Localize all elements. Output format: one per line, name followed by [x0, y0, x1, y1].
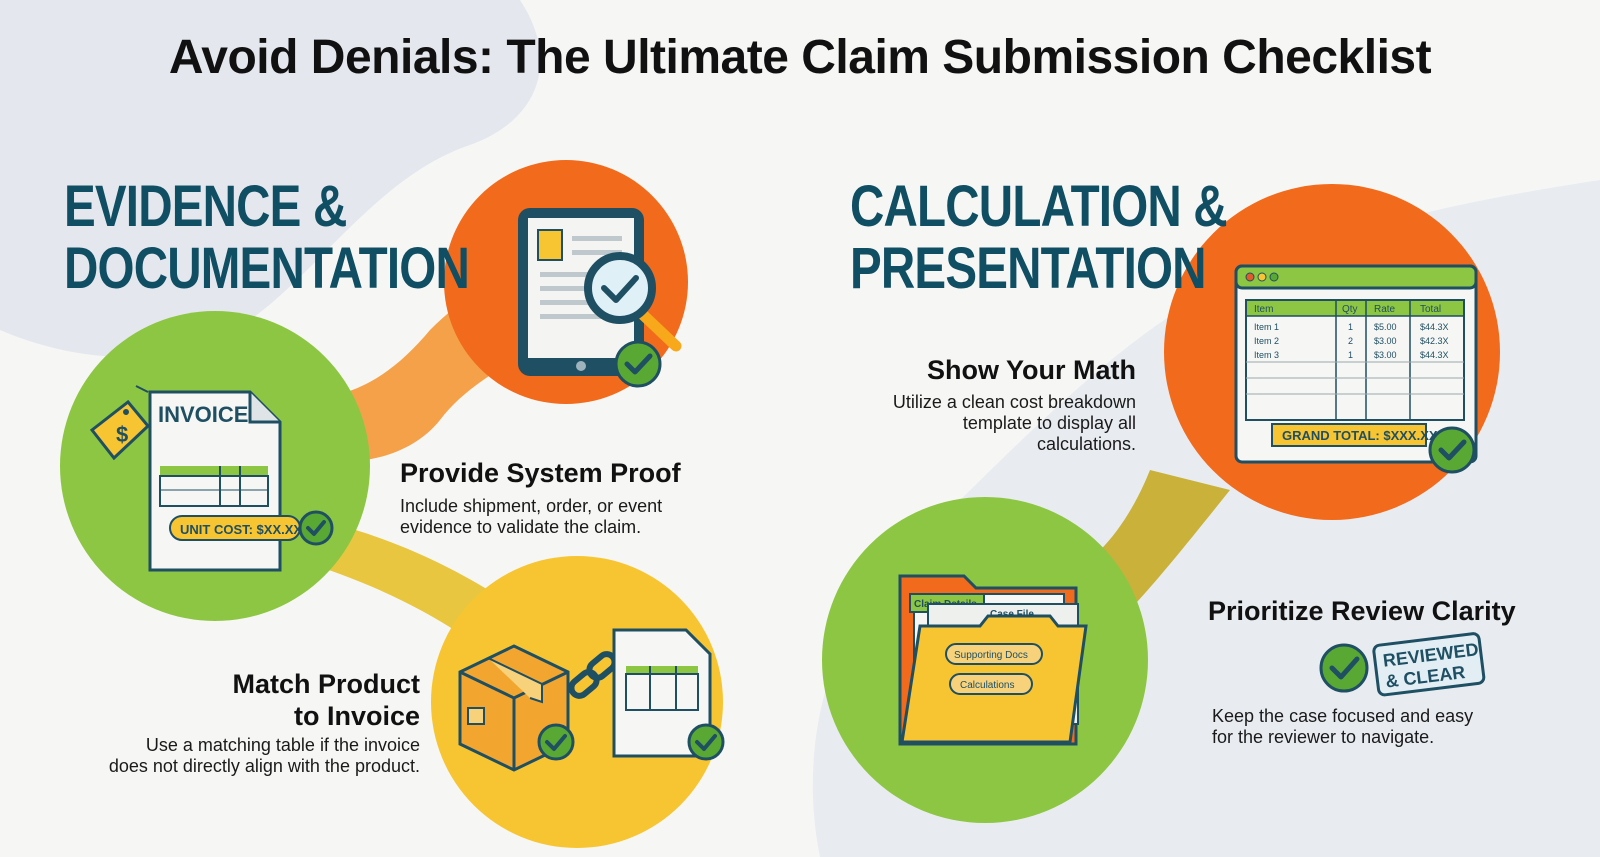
desc-line: Include shipment, order, or event	[400, 496, 663, 516]
section-title-evidence: EVIDENCE & DOCUMENTATION	[64, 174, 470, 301]
step-desc-review-clarity: Keep the case focused and easy for the r…	[1212, 706, 1473, 748]
section-title-line: CALCULATION &	[850, 174, 1228, 239]
invoice-icon: INVOICE $ UNIT COST: $XX.XX	[90, 385, 334, 572]
table-cell: $3.00	[1374, 350, 1397, 360]
step-title-match-product: Match Product to Invoice	[140, 668, 420, 732]
desc-line: evidence to validate the claim.	[400, 517, 642, 537]
desc-line: does not directly align with the product…	[108, 756, 420, 776]
bg-blob-top-left	[0, 0, 541, 357]
page-title: Avoid Denials: The Ultimate Claim Submis…	[168, 31, 1432, 84]
table-cell: 1	[1348, 322, 1353, 332]
invoice-heading: INVOICE	[158, 402, 248, 427]
desc-line: for the reviewer to navigate.	[1212, 727, 1435, 747]
table-cell: $3.00	[1374, 336, 1397, 346]
section-title-line: PRESENTATION	[850, 236, 1207, 301]
supporting-docs-pill: Supporting Docs	[954, 650, 1028, 661]
folder-icon: Claim Details Case File Supporting Docs …	[898, 574, 1088, 746]
table-header-cell: Rate	[1374, 304, 1396, 315]
desc-line: Keep the case focused and easy	[1212, 706, 1474, 726]
table-cell: Item 2	[1254, 336, 1279, 346]
table-header-cell: Total	[1420, 304, 1441, 315]
table-header-cell: Qty	[1342, 304, 1358, 315]
box-link-icon	[458, 628, 725, 772]
table-cell: 1	[1348, 350, 1353, 360]
table-cell: $42.3X	[1420, 336, 1449, 346]
table-header-cell: Item	[1254, 304, 1273, 315]
calculations-pill: Calculations	[960, 680, 1014, 691]
title-line: to Invoice	[293, 701, 420, 731]
table-cell: 2	[1348, 336, 1353, 346]
desc-line: Use a matching table if the invoice	[145, 735, 420, 755]
price-tag-symbol: $	[116, 422, 128, 447]
tablet-search-icon	[518, 208, 682, 388]
section-title-calculation: CALCULATION & PRESENTATION	[850, 174, 1228, 301]
spreadsheet-window-icon: Item Qty Rate Total Item 1 1 $5.00 $44.3…	[1234, 264, 1478, 474]
table-cell: $44.3X	[1420, 350, 1449, 360]
table-cell: Item 3	[1254, 350, 1279, 360]
step-title-system-proof: Provide System Proof	[400, 458, 681, 488]
step-title-review-clarity: Prioritize Review Clarity	[1208, 596, 1516, 626]
section-title-line: EVIDENCE &	[64, 174, 347, 239]
desc-line: template to display all	[962, 413, 1136, 433]
table-cell: Item 1	[1254, 322, 1279, 332]
table-cell: $44.3X	[1420, 322, 1449, 332]
step-desc-show-math: Utilize a clean cost breakdown template …	[836, 392, 1136, 455]
reviewed-clear-badge: REVIEWED & CLEAR	[1319, 632, 1486, 697]
folder-tab-case-file: Case File	[990, 609, 1034, 620]
unit-cost-label: UNIT COST: $XX.XX	[180, 522, 302, 537]
grand-total-label: GRAND TOTAL: $XXX.XX	[1282, 428, 1438, 443]
title-line: Match Product	[232, 669, 420, 699]
section-title-line: DOCUMENTATION	[64, 236, 470, 301]
desc-line: calculations.	[1036, 434, 1136, 454]
step-desc-system-proof: Include shipment, order, or event eviden…	[400, 496, 662, 538]
step-desc-match-product: Use a matching table if the invoice does…	[60, 735, 420, 777]
desc-line: Utilize a clean cost breakdown	[892, 392, 1136, 412]
table-cell: $5.00	[1374, 322, 1397, 332]
step-title-show-math: Show Your Math	[927, 355, 1136, 385]
